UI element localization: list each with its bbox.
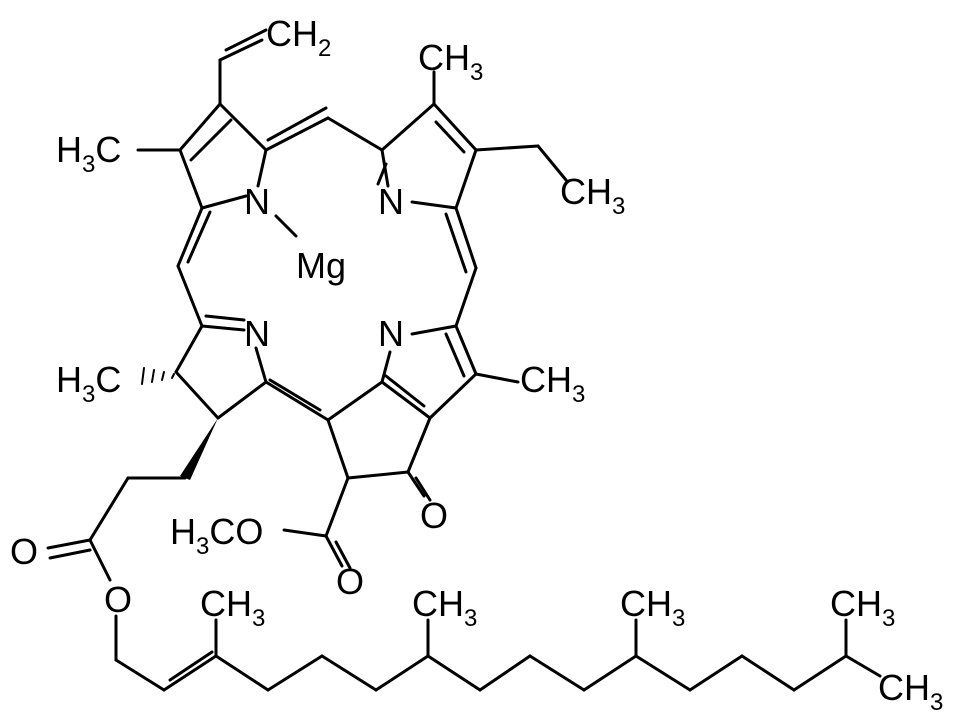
label-ketone-o: O	[420, 495, 448, 536]
label-ester-o-left: O	[10, 531, 38, 572]
label-ethyl: CH3	[560, 171, 625, 220]
bond-lines	[46, 28, 882, 692]
label-methyl-ring-c: CH3	[520, 359, 585, 408]
solid-wedge	[180, 418, 218, 480]
label-n-ring-b: N	[378, 181, 404, 222]
label-methyl-ring-d: H3C	[56, 359, 121, 408]
label-phytyl-methyl-2: CH3	[412, 583, 477, 632]
label-phytyl-methyl-5: CH3	[878, 667, 943, 716]
label-methoxy: H3CO	[170, 511, 263, 560]
label-n-ring-c: N	[378, 313, 404, 354]
label-mg: Mg	[296, 245, 346, 286]
atom-labels: CH2 CH3 H3C CH3 N N N N Mg H3C CH3 O H3C…	[10, 13, 943, 716]
label-phytyl-methyl-1: CH3	[200, 583, 265, 632]
label-methyl-top: CH3	[418, 37, 483, 86]
label-ester-carbonyl-o: O	[336, 561, 364, 602]
label-ester-o-link: O	[104, 579, 132, 620]
label-phytyl-methyl-3: CH3	[620, 583, 685, 632]
label-vinyl: CH2	[266, 13, 331, 62]
hashed-wedge	[141, 367, 175, 385]
label-phytyl-methyl-4: CH3	[830, 583, 895, 632]
label-n-ring-a: N	[244, 181, 270, 222]
label-n-ring-d: N	[244, 313, 270, 354]
label-methyl-ring-a: H3C	[56, 129, 121, 178]
